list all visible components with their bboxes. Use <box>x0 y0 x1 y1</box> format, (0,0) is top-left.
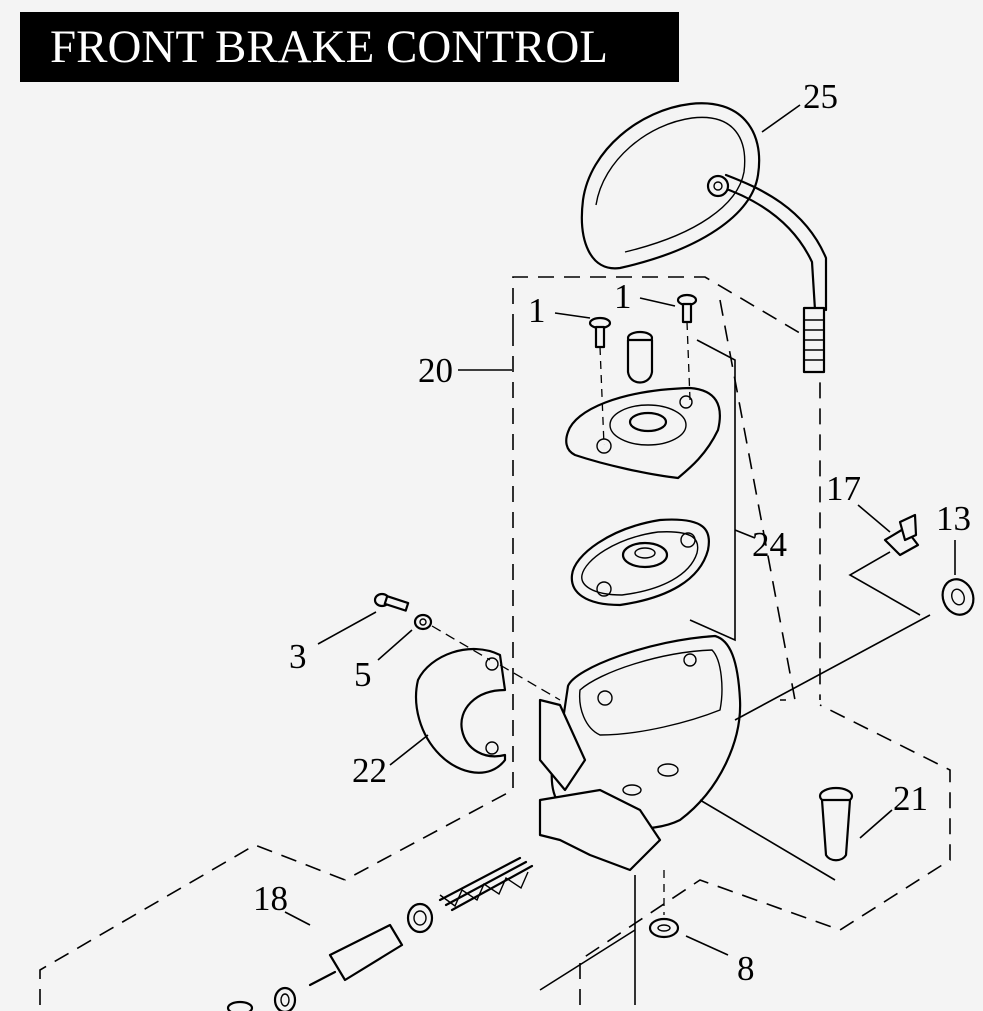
callout-21: 21 <box>893 779 928 818</box>
cover-screw-right <box>676 293 698 324</box>
callout-8: 8 <box>737 949 755 988</box>
diagram-title: FRONT BRAKE CONTROL <box>20 12 679 82</box>
lever-pivot-pin <box>818 786 854 862</box>
piston-seal <box>406 902 434 934</box>
callout-3: 3 <box>289 637 307 676</box>
callout-13: 13 <box>936 499 971 538</box>
handlebar-clamp <box>414 647 507 774</box>
piston <box>308 923 404 987</box>
diagram-title-text: FRONT BRAKE CONTROL <box>50 20 608 73</box>
sight-glass-plug <box>626 330 654 384</box>
callout-24: 24 <box>752 525 787 564</box>
brake-light-switch <box>883 513 920 557</box>
callout-1-left: 1 <box>528 291 546 330</box>
master-cylinder-body <box>538 634 742 872</box>
return-spring <box>438 856 534 912</box>
piston-o-ring <box>273 986 297 1011</box>
callout-18: 18 <box>253 879 288 918</box>
cover-screw-left <box>588 316 612 349</box>
lock-washer <box>648 917 680 939</box>
callout-5: 5 <box>354 655 372 694</box>
clamp-screw <box>373 592 410 612</box>
callout-20: 20 <box>418 351 453 390</box>
mirror-part <box>580 102 828 374</box>
callout-17: 17 <box>826 469 861 508</box>
assembly-boundary-20 <box>344 276 821 881</box>
reservoir-cover <box>565 386 721 480</box>
switch-washer <box>941 578 975 616</box>
clamp-washer <box>413 613 433 631</box>
assembly-boundary-18 <box>39 704 951 1005</box>
reservoir-diaphragm <box>570 518 710 607</box>
callout-25: 25 <box>803 77 838 116</box>
piston-cap <box>226 1000 254 1011</box>
callout-22: 22 <box>352 751 387 790</box>
callout-1-right: 1 <box>614 277 632 316</box>
